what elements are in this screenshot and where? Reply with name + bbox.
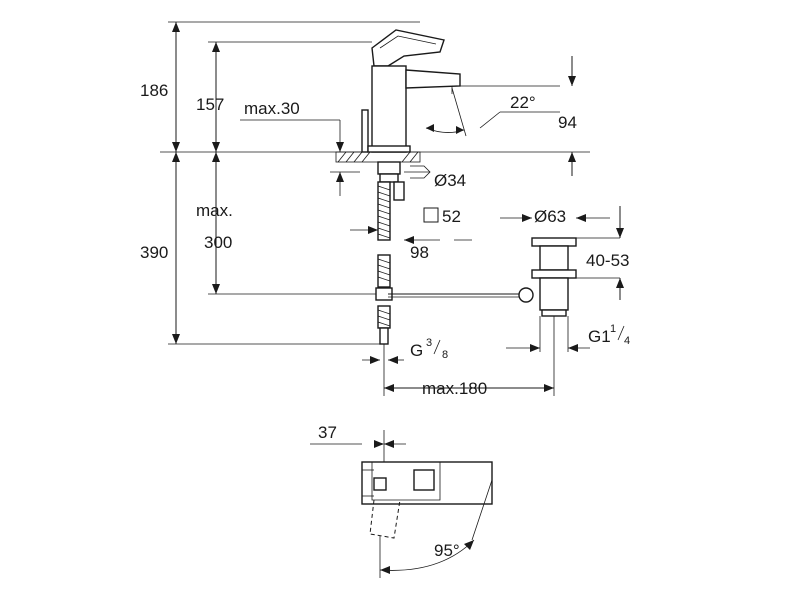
label-square52: 52 — [442, 207, 461, 226]
label-390: 390 — [140, 243, 168, 262]
label-40-53: 40-53 — [586, 251, 629, 270]
label-300: 300 — [204, 233, 232, 252]
label-max180: max.180 — [422, 379, 487, 398]
basin-surface — [160, 151, 590, 163]
svg-text:G: G — [410, 341, 423, 360]
label-157: 157 — [196, 95, 224, 114]
label-22deg: 22° — [510, 93, 536, 112]
svg-text:3: 3 — [426, 337, 432, 349]
faucet-side-view — [361, 29, 530, 345]
label-186: 186 — [140, 81, 168, 100]
label-g-3-8: G 3 8 — [410, 337, 448, 361]
popup-waste — [518, 237, 577, 317]
svg-text:4: 4 — [624, 335, 630, 347]
label-95deg: 95° — [434, 541, 460, 560]
label-98: 98 — [410, 243, 429, 262]
label-dia34: Ø34 — [434, 171, 466, 190]
faucet-top-view — [310, 430, 493, 578]
svg-text:8: 8 — [442, 349, 448, 361]
label-max30: max.30 — [244, 99, 300, 118]
dimension-arrows — [172, 22, 624, 392]
svg-text:G1: G1 — [588, 327, 611, 346]
label-g1-1-4: G1 1 4 — [588, 323, 630, 347]
label-37: 37 — [318, 423, 337, 442]
svg-text:1: 1 — [610, 323, 616, 335]
label-94: 94 — [558, 113, 577, 132]
label-dia63: Ø63 — [534, 207, 566, 226]
label-max: max. — [196, 201, 233, 220]
square-symbol-icon — [423, 207, 439, 223]
flex-hoses — [375, 181, 393, 345]
